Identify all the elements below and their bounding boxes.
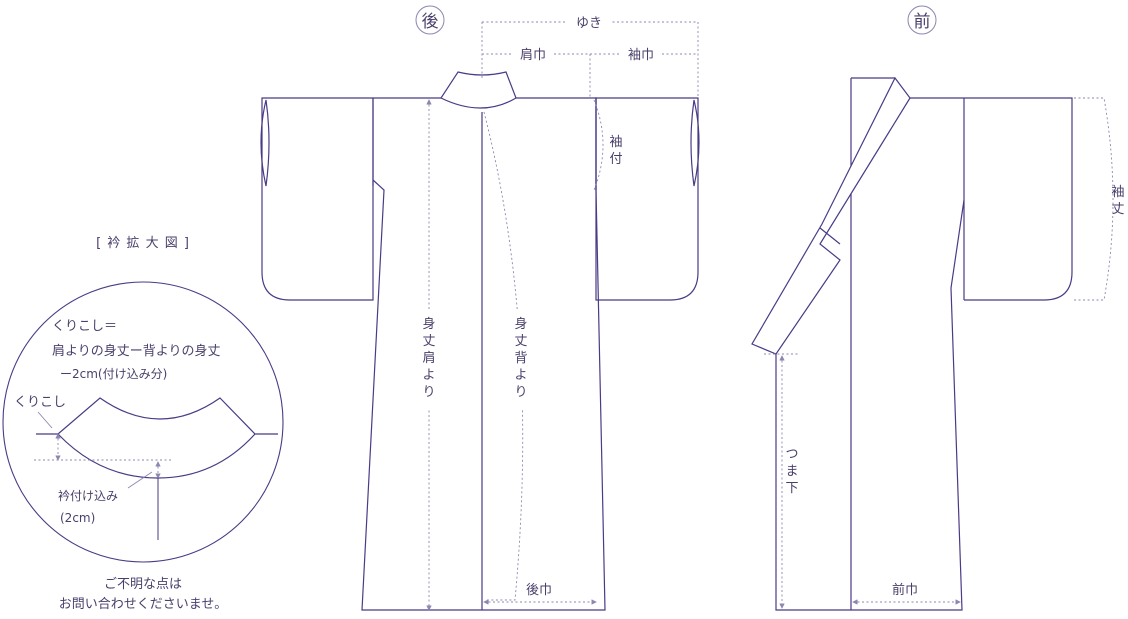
mitake-kata-3: 肩 — [422, 350, 435, 366]
yuki-label: ゆき — [576, 16, 602, 31]
kurikoshi-leader — [37, 411, 53, 429]
back-right-sleeve — [595, 97, 699, 301]
mitake-se-4: よ — [514, 368, 527, 383]
formula-line-2: 肩よりの身丈ー背よりの身丈 — [52, 343, 220, 359]
mitake-kata-5: り — [422, 385, 435, 400]
mitake-se-1: 身 — [514, 316, 527, 332]
mitake-kata-2: 丈 — [422, 334, 435, 349]
tsukekomi-leader — [127, 471, 153, 489]
sodetsuke-dim — [593, 99, 604, 191]
mitake-kata-4: よ — [422, 368, 435, 383]
front-collar-join — [819, 227, 841, 245]
mitake-se-2: 丈 — [514, 334, 527, 349]
mitake-se-5: り — [514, 385, 527, 400]
back-left-sleeve — [261, 97, 374, 301]
front-title: 前 — [914, 12, 931, 32]
note-line-2: お問い合わせくださいませ。 — [59, 597, 228, 612]
front-title-circle — [907, 5, 937, 35]
mitake-se-3: 背 — [514, 351, 527, 366]
front-sleeve — [910, 97, 1073, 301]
front-body — [775, 199, 965, 611]
detail-title: [ 衿 拡 大 図 ] — [96, 236, 190, 251]
tsukekomi-value: (2cm) — [60, 511, 95, 525]
maehaba-label: 前巾 — [892, 582, 918, 598]
tsumashita-2: ま — [785, 464, 798, 479]
detail-circle — [2, 281, 284, 563]
back-collar — [440, 71, 517, 109]
sodetsuke-label-2: 付 — [609, 152, 622, 167]
note-line-1: ご不明な点は — [104, 576, 182, 592]
katahaba-label: 肩巾 — [520, 47, 546, 63]
back-title: 後 — [422, 12, 439, 32]
back-left-sleeve-fold — [260, 99, 270, 187]
sodetsuke-label-1: 袖 — [609, 135, 622, 150]
collar-detail: [ 衿 拡 大 図 ] くりこし＝ 肩よりの身丈ー背よりの身丈 ー2cm(付け込… — [2, 236, 284, 563]
sodetake-label-2: 丈 — [1111, 202, 1124, 217]
back-body — [361, 97, 606, 611]
back-right-sleeve-fold — [690, 99, 700, 187]
front-collar-band — [751, 76, 911, 355]
back-view: 後 ゆき 肩巾 袖巾 袖 付 身 丈 — [260, 5, 700, 611]
back-title-circle — [415, 5, 445, 35]
sodehaba-label: 袖巾 — [628, 48, 654, 63]
tsukekomi-label: 衿付け込み — [58, 488, 118, 503]
kurikoshi-label: くりこし — [14, 395, 66, 410]
formula-line-3: ー2cm(付け込み分) — [60, 367, 167, 381]
ushirohaba-label: 後巾 — [526, 583, 552, 598]
front-view: 前 袖 丈 つ ま 下 前巾 — [751, 5, 1125, 611]
sodetake-dim — [1074, 97, 1114, 301]
formula-line-1: くりこし＝ — [52, 319, 117, 334]
sodetake-label-1: 袖 — [1111, 185, 1124, 200]
mitake-kata-1: 身 — [422, 316, 435, 332]
detail-neck-curve — [57, 433, 256, 479]
tsumashita-1: つ — [785, 447, 798, 462]
detail-collar-outline — [36, 397, 278, 435]
contact-note: ご不明な点は お問い合わせくださいませ。 — [59, 576, 228, 612]
tsumashita-3: 下 — [785, 481, 798, 496]
